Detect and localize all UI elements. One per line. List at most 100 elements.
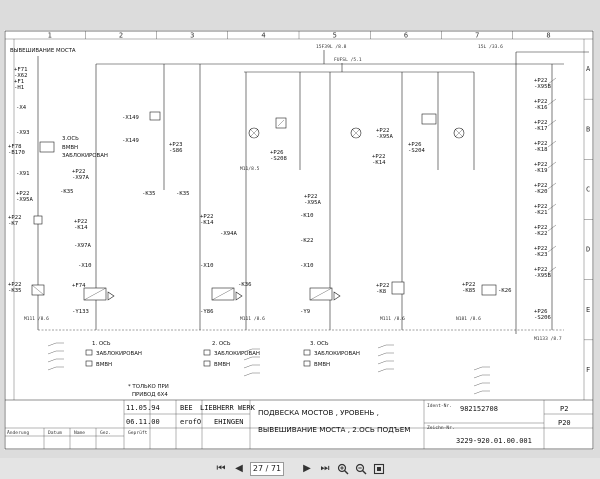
- sensor-icon-2: [421, 113, 437, 125]
- label-y133: -Y133: [72, 309, 89, 315]
- tb-ident: 982152708: [460, 405, 498, 413]
- label-k35: -K35: [8, 288, 21, 294]
- right-stack-relay: -K17: [534, 126, 547, 132]
- label-x91: -X91: [16, 171, 29, 177]
- zoom-out-icon[interactable]: [354, 462, 368, 476]
- label-p22b: +P22: [8, 215, 21, 221]
- contact-switch: [547, 266, 557, 274]
- contact-switch: [547, 140, 557, 148]
- label-f1: +F1: [14, 79, 24, 85]
- first-page-button[interactable]: ⏮: [216, 462, 226, 474]
- label-k10: -K10: [300, 213, 313, 219]
- label-p22d: +P22: [72, 169, 85, 175]
- tb-hdr-aenderung: Änderung: [7, 429, 29, 436]
- contact-switch: [547, 245, 557, 253]
- column-number: 6: [404, 32, 408, 40]
- contact-symbol: [47, 358, 57, 363]
- right-stack-p22: +P22: [534, 225, 547, 231]
- label-k35-2: -K35: [60, 189, 73, 195]
- right-stack-relay: -K19: [534, 168, 547, 174]
- header-left: ВЫВЕШИВАНИЕ МОСТА: [10, 48, 76, 54]
- label-k14: -K14: [74, 225, 88, 231]
- right-stack-p22: +P22: [534, 246, 547, 252]
- contact-symbol: [377, 352, 387, 357]
- label-s204: -S204: [408, 148, 425, 154]
- ref-m11-1: M111 /8.6: [24, 316, 49, 322]
- top-ref-1: 15F39L /8.8: [316, 44, 347, 50]
- row-letter: F: [586, 366, 590, 374]
- contact-symbol: [473, 366, 483, 371]
- tb-date1: 11.05.94: [126, 404, 160, 412]
- label-p22c: +P22: [8, 282, 21, 288]
- tb-title2: ВЫВЕШИВАНИЕ МОСТА , 2.ОСЬ ПОДЪЕМ: [258, 425, 410, 434]
- label-y86: -Y86: [200, 309, 213, 315]
- label-x95a: -X95A: [16, 197, 33, 203]
- blocked-label: ЗАБЛОКИРОВАН: [62, 153, 108, 159]
- label-k36: -K36: [238, 282, 251, 288]
- label-k97a: -X97A: [72, 175, 89, 181]
- ref-m11-4: M111 /8.6: [380, 316, 405, 322]
- label-p22f: +P22: [200, 214, 213, 220]
- label-p26: +P26: [270, 150, 283, 156]
- label-p22i: +P22: [372, 154, 385, 160]
- label-s206: -S206: [534, 315, 551, 321]
- last-page-button[interactable]: ⏭: [320, 462, 330, 474]
- label-p22e: +P22: [74, 219, 87, 225]
- contact-switch: [547, 182, 557, 190]
- lamp-icon-3: [453, 127, 465, 139]
- contact-switch: [547, 98, 557, 106]
- contact-switch: [547, 203, 557, 211]
- label-k35c: -K35: [176, 191, 189, 197]
- label-k85: -K85: [462, 288, 475, 294]
- right-stack-p22: +P22: [534, 162, 547, 168]
- column-number: 1: [48, 32, 52, 40]
- label-k95b: -X95A: [376, 134, 393, 140]
- row-letter: D: [586, 246, 590, 254]
- tb-sheet-total: P20: [558, 419, 571, 427]
- column-number: 4: [261, 32, 265, 40]
- contact-switch: [547, 161, 557, 169]
- zoom-in-icon[interactable]: [336, 462, 350, 476]
- ref-n-1: N181 /8.6: [456, 316, 481, 322]
- contact-symbol: [47, 350, 57, 355]
- right-stack-p22: +P22: [534, 141, 547, 147]
- next-page-button[interactable]: ▶: [303, 462, 311, 474]
- label-k95: -X95A: [304, 200, 321, 206]
- top-ref-3: 15L /33.6: [478, 44, 503, 50]
- contact-symbol: [47, 342, 57, 347]
- right-stack-relay: -K23: [534, 252, 547, 258]
- right-stack-p22: +P22: [534, 120, 547, 126]
- label-k7: -K7: [8, 221, 18, 227]
- label-k14b: -K14: [200, 220, 214, 226]
- page-number-input[interactable]: 27 / 71: [250, 461, 284, 476]
- note-line-1: * ТОЛЬКО ПРИ: [128, 384, 169, 390]
- label-x10c: -X10: [300, 263, 313, 269]
- tb-title1: ПОДВЕСКА МОСТОВ , УРОВЕНЬ ,: [258, 408, 379, 417]
- contact-symbol: [377, 344, 387, 349]
- legend-blocked-3: ЗАБЛОКИРОВАН: [314, 351, 360, 357]
- right-stack-relay: -K21: [534, 210, 547, 216]
- contact-symbol: [243, 364, 253, 369]
- tb-company2: EHINGEN: [214, 418, 244, 426]
- contact-symbol: [243, 372, 253, 377]
- label-x93: -X93: [16, 130, 29, 136]
- label-x62: -X62: [14, 73, 27, 79]
- tb-hdr-geprueft: Geprüft: [128, 430, 148, 436]
- axis-2: 2. ОСЬ: [212, 341, 231, 347]
- label-y9: -Y9: [300, 309, 310, 315]
- legend-blocked-2: ЗАБЛОКИРОВАН: [214, 351, 260, 357]
- column-number: 7: [475, 32, 479, 40]
- lamp-icon-2: [350, 127, 362, 139]
- ref-m11-2: M11/8.5: [240, 166, 260, 172]
- column-number: 3: [190, 32, 194, 40]
- prev-page-button[interactable]: ◀: [235, 462, 243, 474]
- axis-3: 3. ОСЬ: [310, 341, 329, 347]
- right-stack-p22: +P22: [534, 78, 547, 84]
- column-number: 8: [546, 32, 550, 40]
- label-k14c: -K14: [372, 160, 386, 166]
- right-stack-relay: -X95B: [534, 84, 551, 90]
- fullscreen-icon[interactable]: [372, 462, 386, 476]
